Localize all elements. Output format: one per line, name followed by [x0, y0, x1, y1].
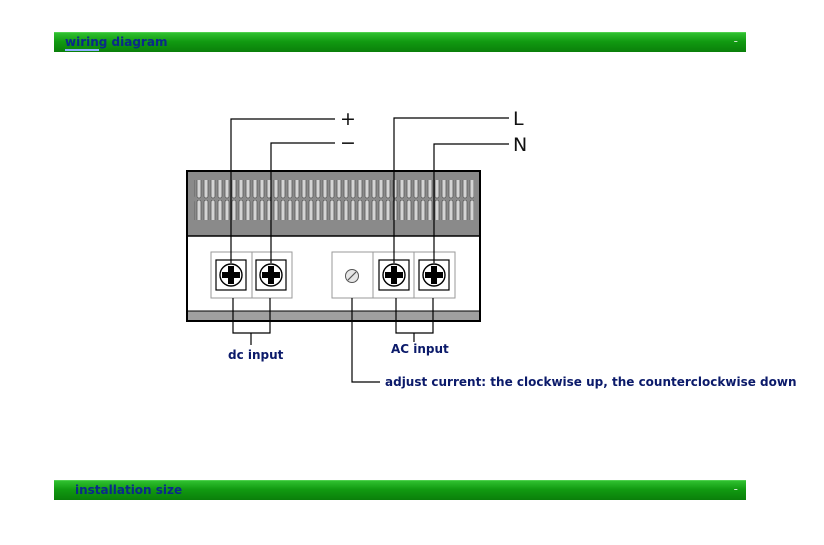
section-title-installation: installation size	[75, 483, 183, 497]
wire-plus	[230, 118, 335, 263]
terminal-screw-dc-minus	[255, 259, 287, 291]
heatsink-fins	[194, 180, 474, 220]
section-header-wiring[interactable]: wiring diagram -	[54, 32, 746, 52]
label-dc-input: dc input	[228, 348, 284, 362]
symbol-neutral: N	[513, 134, 527, 156]
base-strip	[188, 311, 479, 320]
leader-lines	[232, 298, 434, 383]
symbol-live: L	[513, 108, 524, 130]
adjust-potentiometer	[345, 269, 359, 283]
terminal-screw-ac-n	[418, 259, 450, 291]
title-underline	[65, 49, 99, 51]
symbol-plus: +	[340, 108, 356, 130]
terminal-screw-ac-l	[378, 259, 410, 291]
wire-live	[393, 117, 509, 263]
wire-minus	[270, 142, 335, 263]
section-header-installation[interactable]: installation size -	[54, 480, 746, 500]
input-wires	[230, 117, 509, 263]
section-title-wiring: wiring diagram	[65, 35, 168, 49]
collapse-icon[interactable]: -	[733, 482, 738, 496]
terminal-screw-dc-plus	[215, 259, 247, 291]
label-adjust-current: adjust current: the clockwise up, the co…	[385, 375, 797, 389]
label-ac-input: AC input	[391, 342, 449, 356]
symbol-minus: −	[340, 132, 356, 154]
wire-neutral	[433, 143, 509, 263]
collapse-icon[interactable]: -	[733, 34, 738, 48]
